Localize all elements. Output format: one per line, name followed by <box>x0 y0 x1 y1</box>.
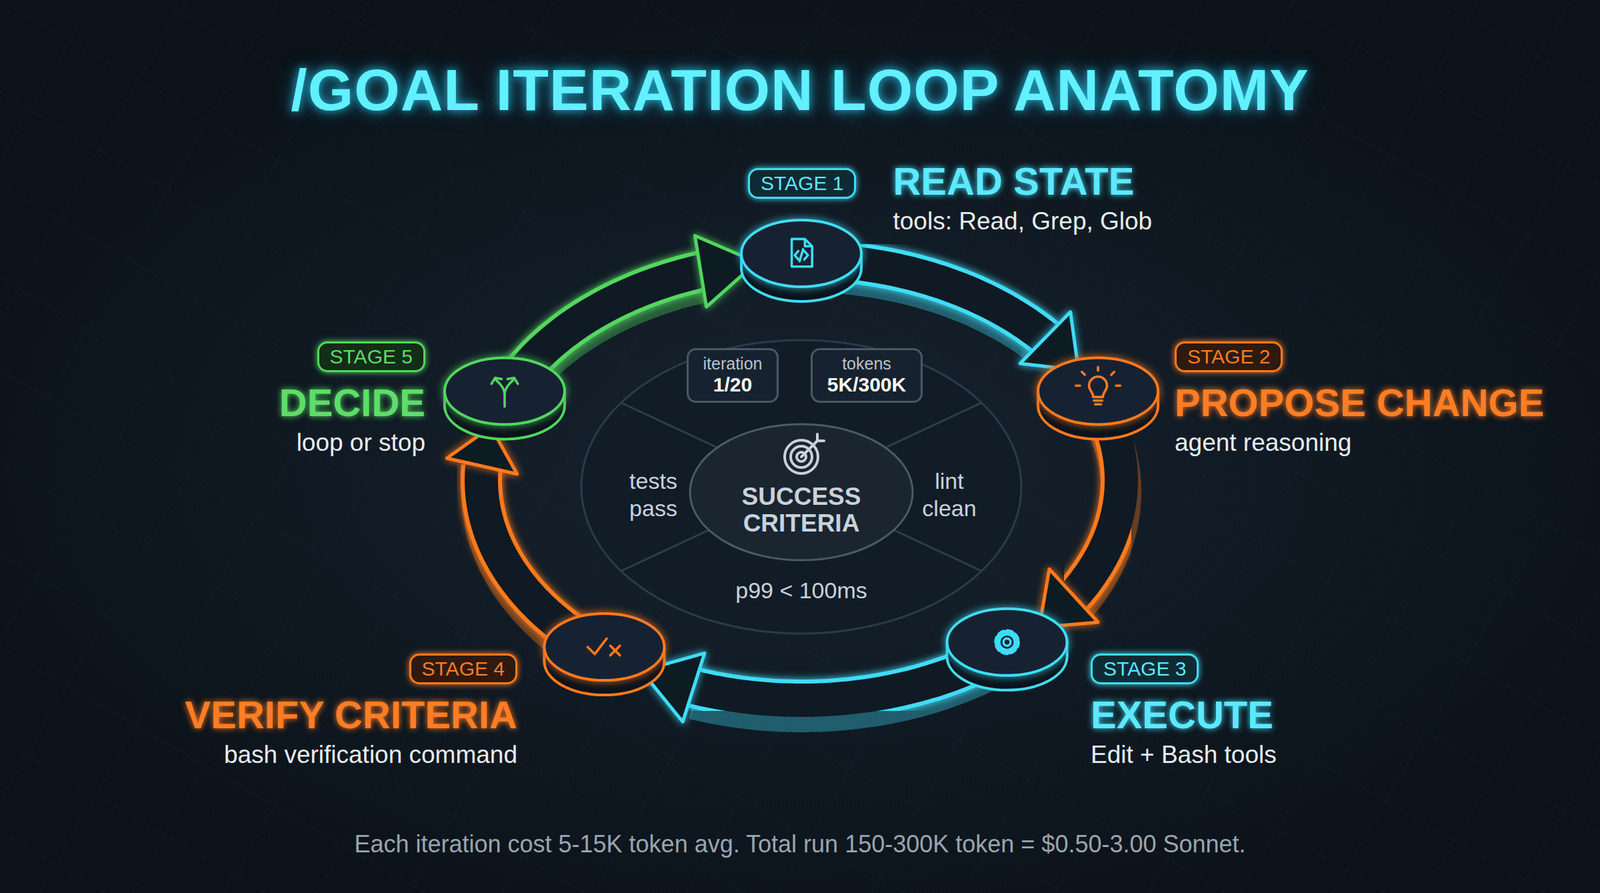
stage-disc <box>947 608 1068 690</box>
stage-description: bash verification command <box>224 740 518 770</box>
stage-icon-part <box>1076 366 1121 404</box>
counter-label: iteration <box>703 354 763 374</box>
target-icon <box>784 434 824 474</box>
stage-icon-part <box>1003 638 1011 646</box>
stage-badge: STAGE 1 <box>748 168 856 199</box>
stage-disc <box>444 357 565 439</box>
stage-icon-part <box>996 631 1018 652</box>
success-criteria-ellipse: SUCCESS CRITERIA <box>688 422 915 562</box>
stage-description: agent reasoning <box>1174 428 1352 458</box>
center-label: SUCCESS CRITERIA <box>724 422 878 537</box>
counter-label: tokens <box>827 354 906 374</box>
stage-disc-part <box>1038 357 1158 424</box>
criteria-label: lint clean <box>922 467 976 522</box>
stage-heading: VERIFY CRITERIA <box>185 693 518 736</box>
stage-description: loop or stop <box>296 428 426 458</box>
criteria-label: tests pass <box>629 467 678 522</box>
stage-icon <box>1076 366 1121 404</box>
counter-value: 1/20 <box>703 372 763 397</box>
stage-heading: DECIDE <box>279 381 426 424</box>
stage-icon-part <box>792 238 813 266</box>
diagram-title: /GOAL ITERATION LOOP ANATOMY <box>290 56 1309 124</box>
stage-icon-part <box>491 378 518 407</box>
stage-label: STAGE 3 EXECUTE Edit + Bash tools <box>1090 653 1277 770</box>
stage-badge: STAGE 3 <box>1090 653 1199 684</box>
inner-disc <box>581 340 1022 634</box>
stage-icon-part <box>999 634 1015 650</box>
stage-disc-part <box>741 220 862 287</box>
stage-label: STAGE 4 VERIFY CRITERIA bash verification … <box>185 653 518 770</box>
stage-icon <box>792 238 813 266</box>
stage-badge: STAGE 2 <box>1174 341 1283 372</box>
stage-icon-part <box>587 638 620 655</box>
stage-label: STAGE 2 PROPOSE CHANGE agent reasoning <box>1174 341 1544 458</box>
counter-pill: tokens5K/300K <box>810 348 923 404</box>
stage-heading: READ STATE <box>892 160 1152 203</box>
stage-heading: PROPOSE CHANGE <box>1174 381 1544 424</box>
stage-heading: EXECUTE <box>1090 693 1274 736</box>
criteria-label: p99 < 100ms <box>735 576 868 604</box>
stage-disc-part <box>947 608 1068 676</box>
counter-value: 5K/300K <box>827 372 906 397</box>
stage-description: Edit + Bash tools <box>1090 740 1277 770</box>
stage-icon <box>996 631 1018 652</box>
stage-disc-part <box>544 613 664 680</box>
stage-disc <box>741 220 862 302</box>
divider-lines <box>621 402 982 571</box>
stage-disc <box>1038 357 1158 439</box>
stage-icon <box>587 638 620 655</box>
stage-description: tools: Read, Grep, Glob <box>892 206 1152 236</box>
caption: Each iteration cost 5-15K token avg. Tot… <box>354 830 1246 858</box>
counter-pill: iteration1/20 <box>686 348 780 404</box>
stage-icon <box>491 378 518 407</box>
stage-label: STAGE 1 READ STATEtools: Read, Grep, Glob <box>748 160 1152 236</box>
stage-label: STAGE 5 DECIDE loop or stop <box>279 341 426 458</box>
stage-badge: STAGE 5 <box>317 341 426 372</box>
target-arrow <box>801 434 824 457</box>
stage-disc <box>544 613 664 695</box>
stage-badge: STAGE 4 <box>409 653 518 684</box>
stage-disc-part <box>444 357 565 424</box>
